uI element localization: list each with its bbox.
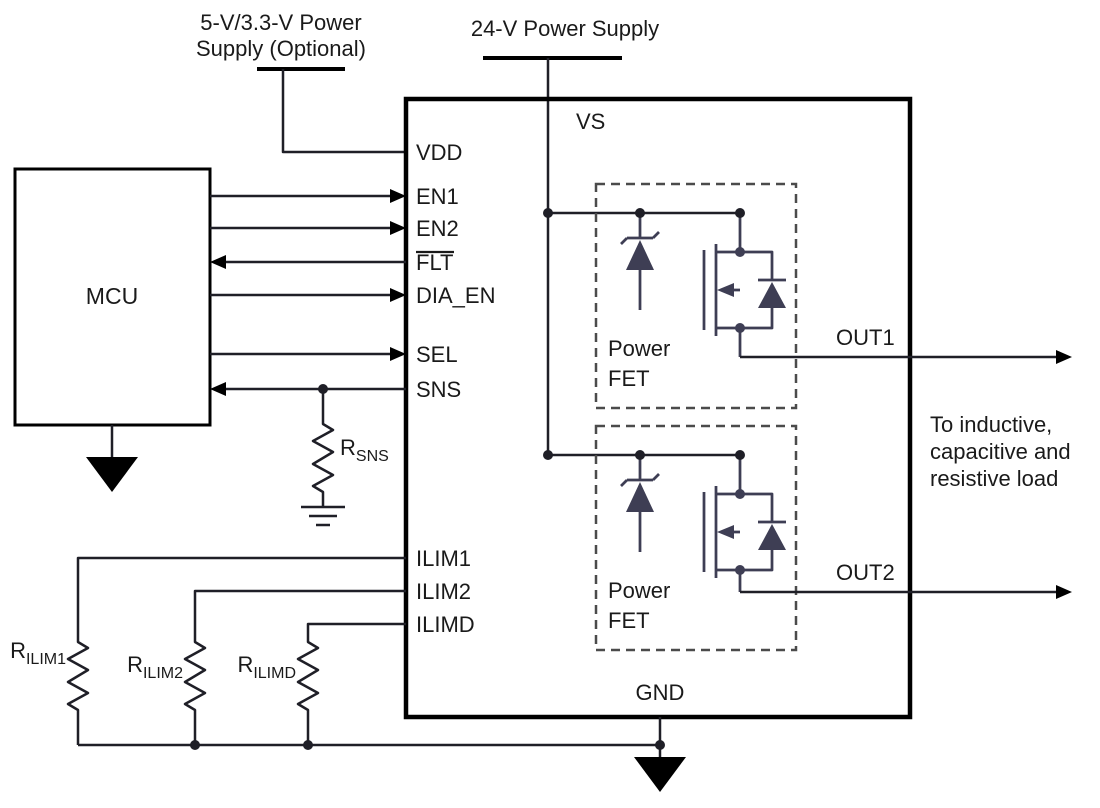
resistor-rilimd: [296, 622, 406, 745]
resistor-rilim2-label: RILIM2: [127, 652, 183, 682]
zener2-triangle: [626, 482, 654, 512]
power-fet-2: Power FET: [594, 424, 798, 652]
resistor-rilimd-label: RILIMD: [237, 652, 296, 682]
power-fet-1: Power FET: [594, 182, 798, 410]
arrowhead-en1-icon: [390, 189, 406, 203]
power-fet1-label-line1: Power: [608, 336, 670, 361]
ic-block: VDD EN1 EN2 FLT DIA_EN SEL SNS ILIM1 ILI…: [403, 96, 913, 720]
mosfet1-body-arrow-icon: [717, 283, 734, 297]
zener2-bar: [620, 473, 660, 487]
power-fet2-label-line1: Power: [608, 578, 670, 603]
signal-wires: [210, 189, 406, 396]
junction-dot: [303, 740, 313, 750]
junction-dot: [735, 565, 745, 575]
pin-label-vdd: VDD: [416, 140, 462, 165]
junction-dot: [543, 208, 553, 218]
pin-label-out1: OUT1: [836, 325, 895, 350]
pin-label-dia-en: DIA_EN: [416, 283, 495, 308]
junction-dot: [735, 247, 745, 257]
resistor-rilim1-label: RILIM1: [10, 638, 66, 668]
body-diode2-lead-bottom: [740, 550, 774, 572]
body-diode2-triangle: [758, 524, 786, 550]
power-fet2-box: [594, 424, 798, 652]
mosfet-2-icon: [702, 455, 742, 592]
junction-dot: [735, 450, 745, 460]
resistor-rilim2: [183, 589, 406, 745]
zener-diode-1-icon: [620, 213, 660, 310]
arrowhead-sel-icon: [390, 347, 406, 361]
junction-dot: [655, 740, 665, 750]
resistor-rilim1: [66, 556, 406, 745]
junction-dot: [543, 450, 553, 460]
body-diode-1-icon: [740, 250, 786, 330]
body-diode1-triangle: [758, 282, 786, 308]
mcu-ground-arrow-icon: [86, 457, 138, 492]
load-note: To inductive, capacitive and resistive l…: [930, 412, 1071, 491]
arrowhead-en2-icon: [390, 221, 406, 235]
zener-diode-2-icon: [620, 455, 660, 552]
pin-label-ilimd: ILIMD: [416, 612, 475, 637]
arrowhead-out2-icon: [1056, 585, 1072, 599]
power-fet1-box: [594, 182, 798, 410]
body-diode1-lead-top: [740, 250, 774, 280]
outputs: OUT1 OUT2 To inductive, capacitive and r…: [740, 325, 1072, 599]
junction-dot: [190, 740, 200, 750]
optional-supply-label-line1: 5-V/3.3-V Power: [200, 10, 361, 35]
pin-label-sns: SNS: [416, 377, 461, 402]
zener1-bar: [620, 231, 660, 245]
ilim-networks: RILIM1 RILIM2 RILIMD: [10, 556, 406, 745]
body-diode-2-icon: [740, 492, 786, 572]
junction-dot: [635, 450, 645, 460]
pin-label-flt: FLT: [416, 250, 453, 275]
resistor-rsns-label: RSNS: [340, 435, 389, 465]
ic-box: [403, 96, 913, 720]
junction-dot: [735, 489, 745, 499]
zener1-triangle: [626, 240, 654, 270]
pin-label-en1: EN1: [416, 184, 459, 209]
gnd-ground-arrow-icon: [634, 757, 686, 792]
mosfet-1-icon: [702, 213, 742, 357]
junction-dot: [735, 323, 745, 333]
body-diode2-lead-top: [740, 492, 774, 522]
optional-supply-label-line2: Supply (Optional): [196, 36, 366, 61]
arrowhead-dia-en-icon: [390, 288, 406, 302]
mosfet2-drain-lead: [716, 455, 742, 496]
arrowhead-sns-icon: [210, 382, 226, 396]
body-diode1-lead-bottom: [740, 308, 774, 330]
wire-vdd: [281, 69, 406, 154]
load-note-line2: capacitive and: [930, 439, 1071, 464]
mosfet1-drain-lead: [716, 213, 742, 254]
pin-label-gnd: GND: [636, 680, 685, 705]
power-fet1-label-line2: FET: [608, 366, 650, 391]
junction-dot: [635, 208, 645, 218]
ground-rail: [78, 717, 686, 792]
rsns-network: RSNS: [301, 389, 389, 527]
mosfet2-body-arrow-icon: [717, 525, 734, 539]
load-note-line1: To inductive,: [930, 412, 1052, 437]
arrowhead-out1-icon: [1056, 350, 1072, 364]
optional-supply: 5-V/3.3-V Power Supply (Optional): [196, 10, 406, 154]
arrowhead-flt-icon: [210, 255, 226, 269]
pin-label-vs: VS: [576, 109, 605, 134]
mcu-block: MCU: [13, 167, 212, 492]
pin-label-sel: SEL: [416, 342, 458, 367]
pin-label-en2: EN2: [416, 216, 459, 241]
main-supply-label: 24-V Power Supply: [471, 16, 659, 41]
ground-symbol-sns: [301, 505, 345, 527]
pin-label-ilim1: ILIM1: [416, 546, 471, 571]
main-supply: 24-V Power Supply: [471, 16, 740, 460]
load-note-line3: resistive load: [930, 466, 1058, 491]
pin-label-out2: OUT2: [836, 560, 895, 585]
junction-dot: [735, 208, 745, 218]
mcu-label: MCU: [86, 283, 138, 309]
power-fet2-label-line2: FET: [608, 608, 650, 633]
resistor-rsns: [311, 389, 335, 507]
pin-label-ilim2: ILIM2: [416, 579, 471, 604]
mosfet1-source-lead: [716, 326, 742, 357]
